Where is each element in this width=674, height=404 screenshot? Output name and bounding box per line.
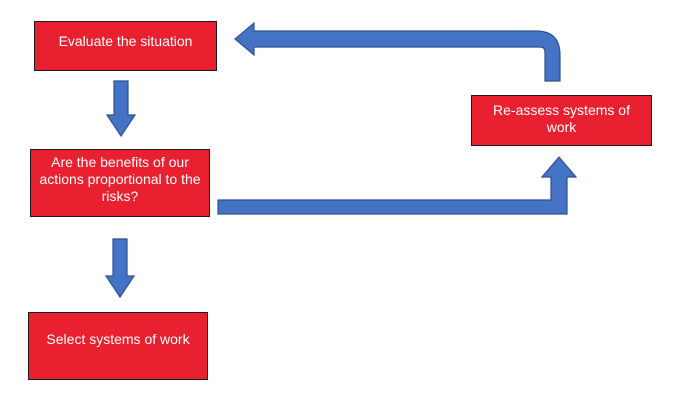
node-benefits-label: Are the benefits of our actions proporti… <box>39 154 201 204</box>
node-reassess-systems: Re-assess systems of work <box>471 95 652 146</box>
arrow-evaluate-to-benefits <box>105 80 137 138</box>
node-select-label: Select systems of work <box>46 331 190 347</box>
arrow-benefits-to-select <box>104 238 136 299</box>
node-select-systems: Select systems of work <box>28 312 208 380</box>
node-evaluate-label: Evaluate the situation <box>58 33 193 49</box>
node-evaluate-situation: Evaluate the situation <box>34 21 217 71</box>
node-reassess-label: Re-assess systems of work <box>493 102 630 135</box>
node-benefits-proportional: Are the benefits of our actions proporti… <box>30 149 210 217</box>
arrow-reassess-to-evaluate <box>234 21 561 82</box>
arrow-benefits-to-reassess <box>217 156 578 215</box>
